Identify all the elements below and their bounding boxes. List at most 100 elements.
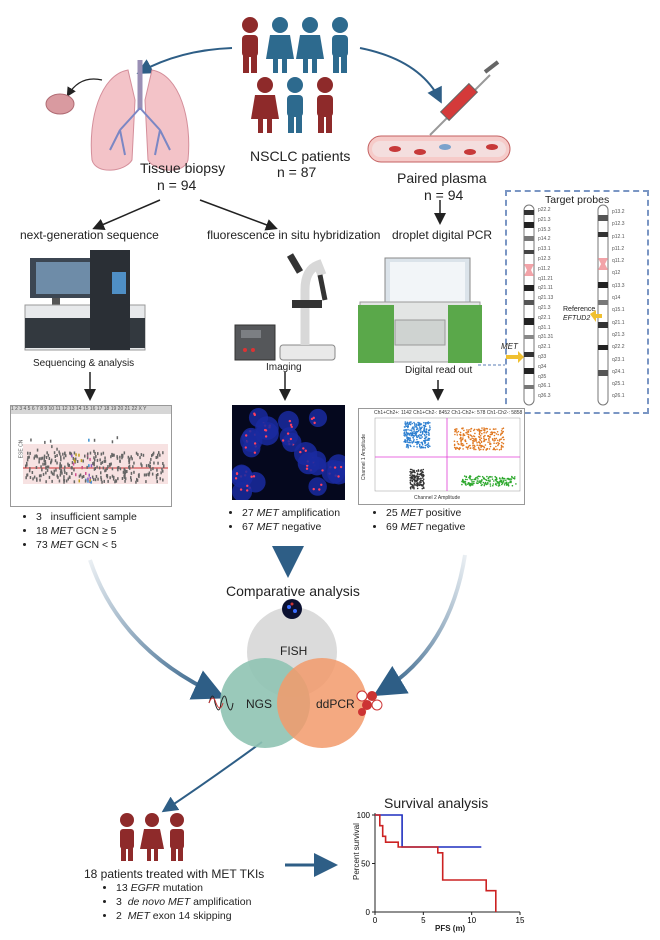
droplet [479,435,482,437]
droplet [485,432,487,434]
droplet [507,482,510,484]
droplet [498,482,501,484]
droplet [464,482,467,485]
signal-dot [239,488,243,491]
droplet [484,444,487,446]
ngs-point [158,451,160,455]
ngs-point [93,461,95,465]
droplet [404,439,406,441]
ngs-point [103,459,106,463]
ngs-point [104,456,106,460]
droplet [409,479,412,482]
ngs-point [108,462,111,466]
droplet [454,428,456,431]
ngs-point [68,463,70,467]
ngs-point [93,463,95,467]
droplet [422,486,425,488]
ngs-point [88,473,90,477]
signal-dot [288,419,292,423]
droplet [483,437,485,439]
droplet [424,431,427,434]
droplet [501,482,504,484]
ngs-point [28,469,31,473]
droplet [467,431,470,433]
ngs-point [102,466,105,470]
nucleus [279,427,299,446]
ngs-point [89,451,92,455]
droplet [428,425,431,427]
droplet [472,445,474,447]
droplet [478,431,481,433]
droplet [495,477,498,479]
ngs-point [119,455,121,459]
droplet [506,481,508,484]
band-label: q36.1 [538,383,551,390]
droplet [465,431,467,434]
ngs-point [93,449,95,453]
droplet [503,477,506,480]
venn-ddpcr-label: ddPCR [316,697,355,711]
ngs-point [153,461,155,465]
droplet [413,477,415,480]
droplet [469,447,472,449]
droplet [484,482,487,484]
droplet [510,480,512,482]
droplet [421,484,423,487]
ngs-point [102,451,105,455]
met-probe-arrow [506,351,524,363]
droplet [479,480,481,482]
droplet [485,483,488,486]
ngs-point [67,462,69,466]
ngs-point [135,480,137,484]
signal-dot [333,466,337,469]
droplet [483,445,485,448]
droplet [503,438,505,441]
ngs-point [51,472,54,476]
ngs-point [56,474,58,478]
ngs-point [157,453,159,457]
target-probes-title: Target probes [545,194,610,206]
droplet [404,434,407,436]
droplet [472,446,475,449]
ngs-point [43,456,45,460]
droplet [415,435,418,437]
droplet [416,477,419,479]
droplet [428,434,430,436]
droplet [469,484,472,487]
droplet [472,440,475,442]
droplet [417,469,420,471]
ngs-point [112,477,115,481]
band-label: q22.2 [612,344,625,351]
droplet [403,429,405,431]
droplet [412,436,414,439]
droplet [505,479,507,482]
droplet [479,442,481,445]
ngs-point [78,474,81,478]
droplet [414,483,416,486]
x-tick-label: 5 [421,916,426,925]
ngs-point [106,467,108,471]
droplet [417,434,420,437]
droplet [462,481,464,484]
droplet [462,444,465,446]
droplet [478,447,480,450]
band-label: q12 [612,270,621,277]
droplet [405,446,408,448]
droplet [502,480,505,483]
ngs-point [152,453,154,457]
droplet [424,425,427,428]
ngs-point [38,457,40,461]
droplet [417,470,420,472]
droplet [425,436,428,438]
droplet [465,476,468,478]
ngs-point [150,457,152,461]
ngs-point [42,462,44,466]
ngs-point [148,463,150,467]
nucleus [308,408,328,428]
droplet [410,421,412,423]
